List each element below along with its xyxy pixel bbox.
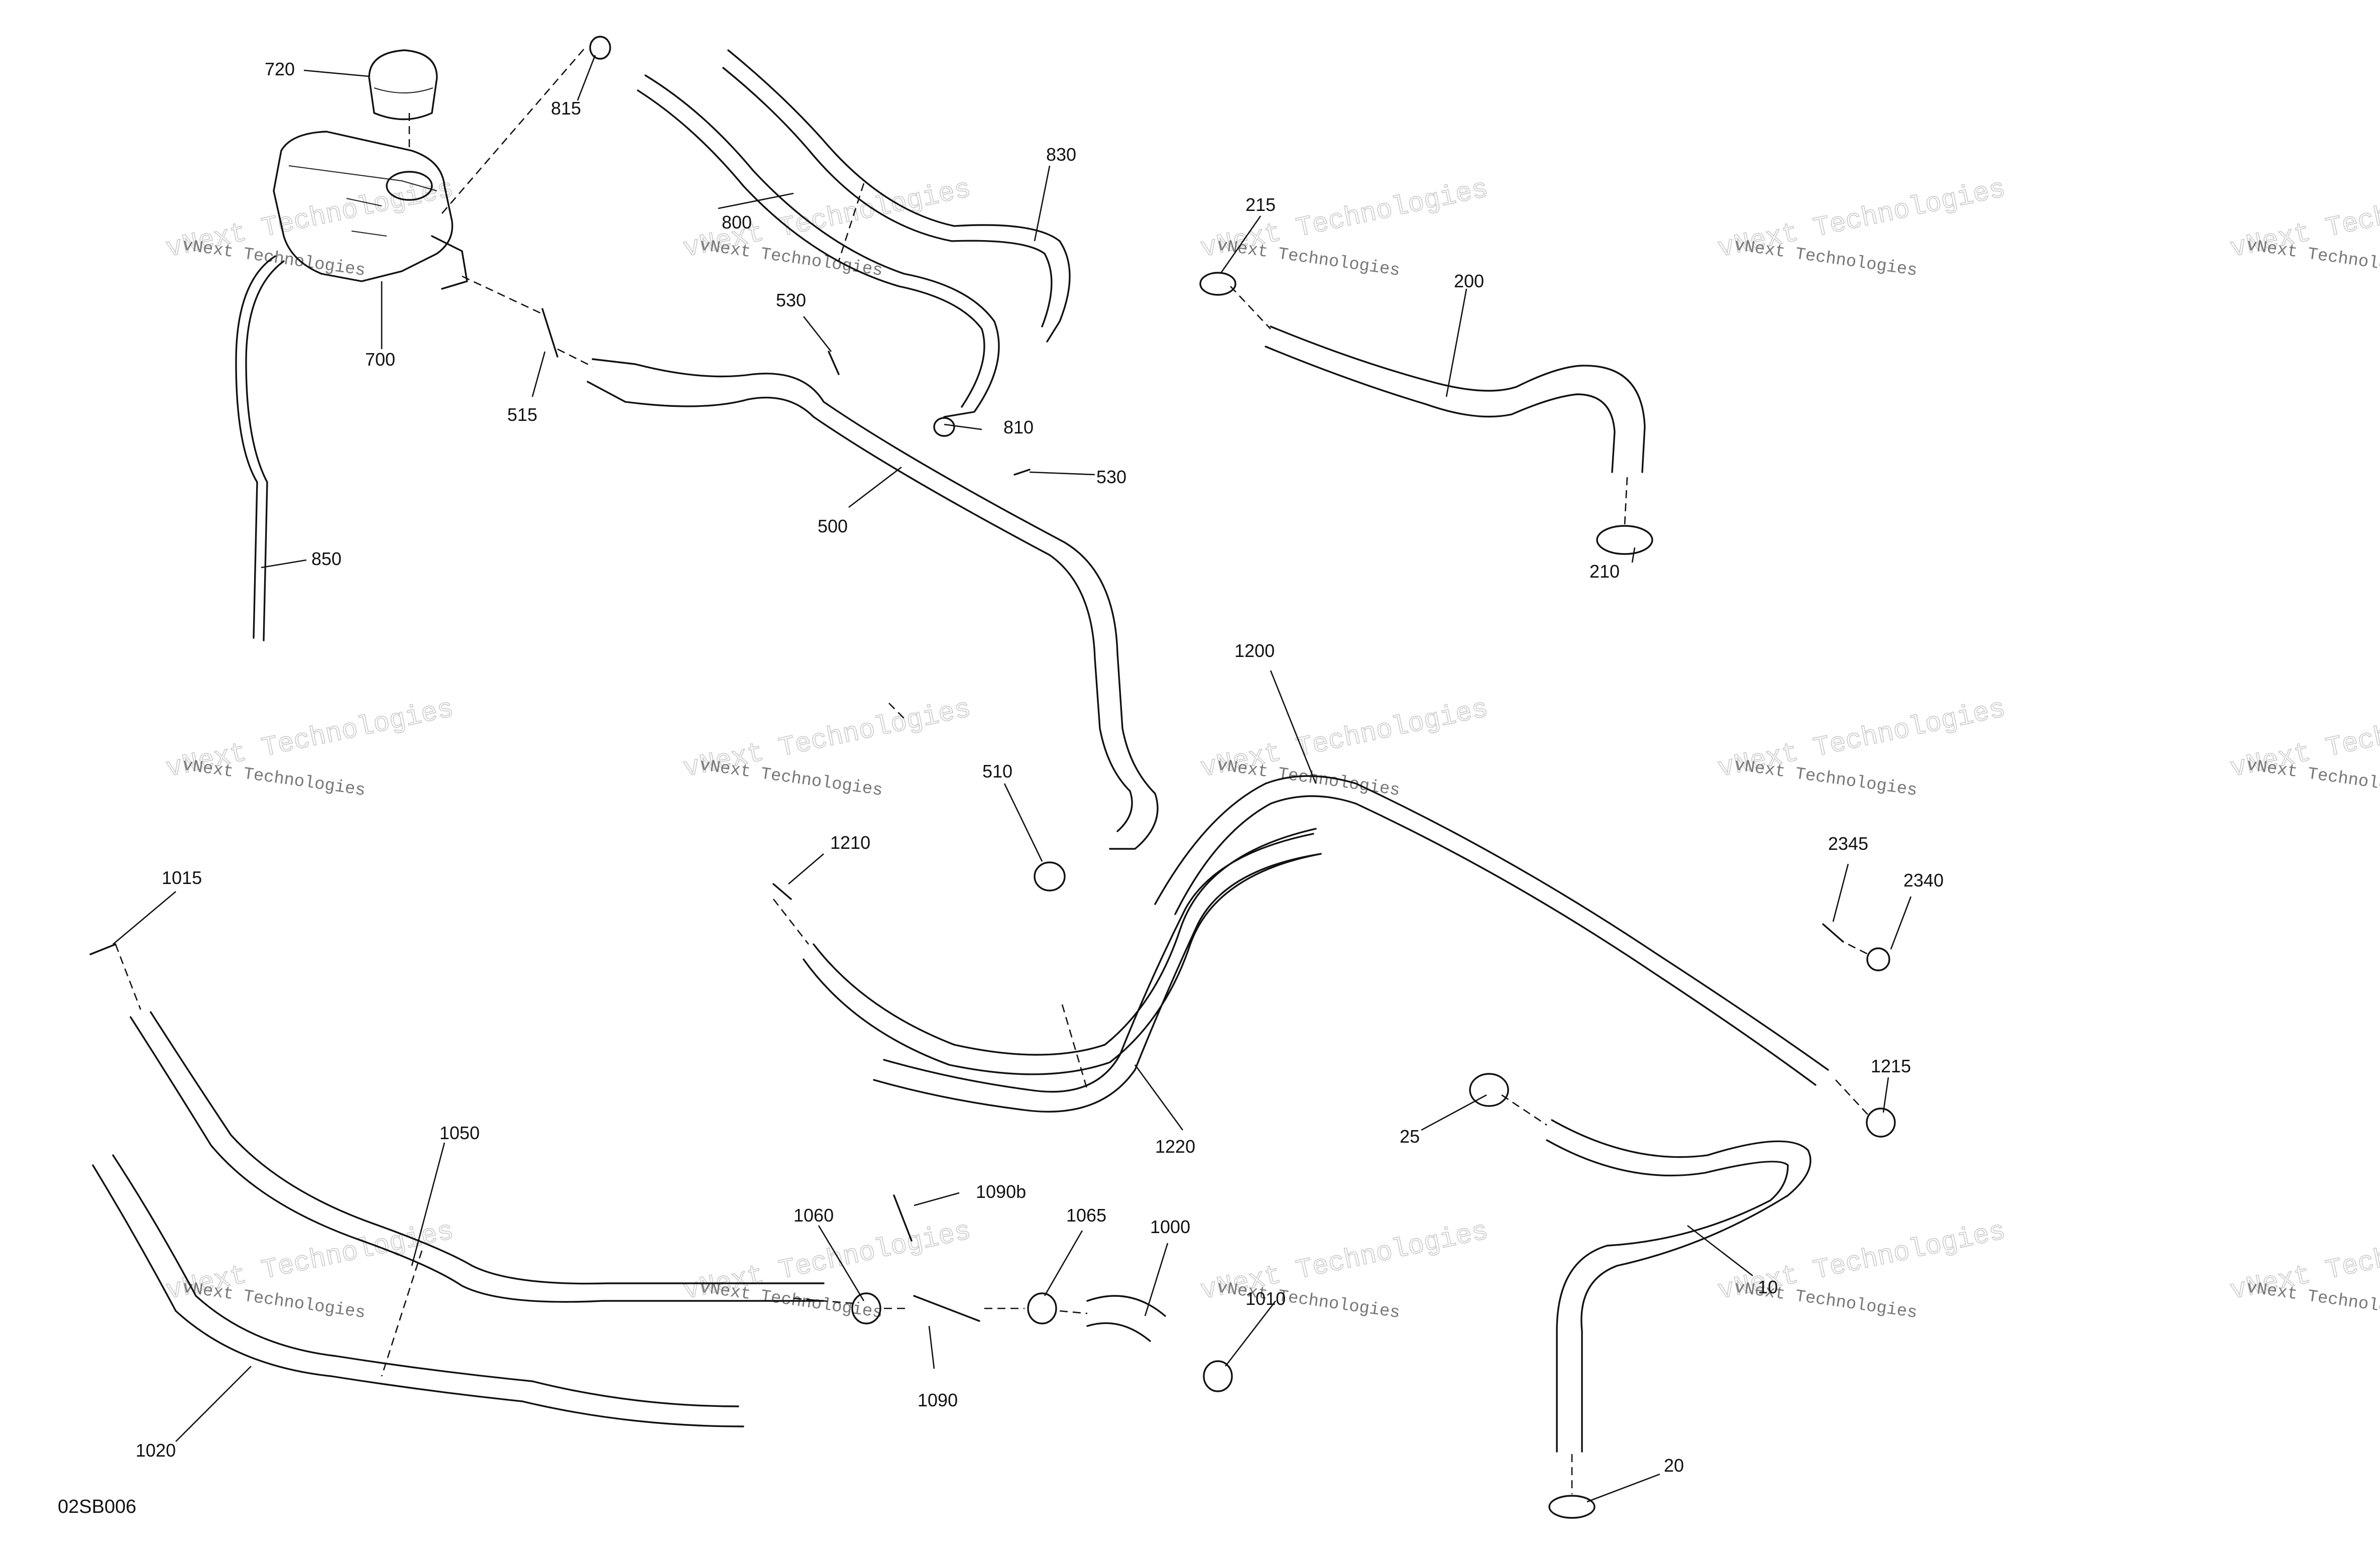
- diagram-code: 02SB006: [58, 1496, 136, 1517]
- small-parts: [89, 36, 1896, 1519]
- label-720: 720: [265, 59, 295, 79]
- label-1060: 1060: [794, 1205, 834, 1226]
- watermark-small-text: vNext Technologies: [699, 236, 884, 281]
- part-200-hose: [1265, 325, 1646, 473]
- watermark-small-text: vNext Technologies: [1216, 1278, 1401, 1323]
- label-2340: 2340: [1903, 870, 1944, 891]
- label-25: 25: [1400, 1126, 1420, 1147]
- label-515: 515: [507, 404, 537, 425]
- watermark-small-text: vNext Technologies: [699, 756, 884, 801]
- watermark-small-text: vNext Technologies: [1733, 756, 1918, 801]
- label-1010: 1010: [1245, 1288, 1286, 1309]
- watermark-small-text: vNext Technologies: [181, 1278, 367, 1323]
- part-850-hose: [235, 255, 285, 641]
- label-200: 200: [1454, 271, 1484, 291]
- leader-lines: [112, 55, 1912, 1503]
- label-1200: 1200: [1234, 640, 1275, 661]
- label-500: 500: [818, 516, 848, 536]
- watermark-small-text: vNext Technologies: [1216, 236, 1401, 281]
- part-700-tank: [273, 131, 468, 290]
- label-810: 810: [1003, 417, 1034, 437]
- part-720-cap: [368, 49, 438, 121]
- part-1020-hose: [92, 1154, 744, 1427]
- label-20: 20: [1664, 1455, 1684, 1476]
- label-530-mid: 530: [1096, 467, 1126, 487]
- part-1050-hose: [130, 1011, 825, 1303]
- watermark-small-text: vNext Technologies: [181, 756, 367, 801]
- label-215: 215: [1245, 194, 1276, 215]
- label-1220: 1220: [1155, 1136, 1195, 1157]
- label-850: 850: [311, 548, 342, 569]
- label-1015: 1015: [162, 867, 202, 888]
- label-1065: 1065: [1066, 1205, 1106, 1226]
- callout-labels: 720 815 800 830 215 200 700 530 515 810 …: [136, 59, 1944, 1476]
- part-500-hose: [587, 358, 1159, 850]
- label-800: 800: [722, 212, 752, 233]
- label-1020: 1020: [136, 1440, 176, 1461]
- part-1210-hose: [803, 828, 1322, 1075]
- label-1090b: 1090b: [976, 1181, 1026, 1202]
- part-1200-hose: [1154, 775, 1829, 1086]
- label-530-top: 530: [776, 290, 806, 310]
- label-510: 510: [982, 761, 1012, 782]
- part-800-hose: [637, 74, 1000, 418]
- part-1000-hose: [1086, 1295, 1166, 1342]
- label-1090: 1090: [918, 1390, 958, 1410]
- watermark-small-text: vNext Technologies: [1216, 756, 1401, 801]
- label-815: 815: [551, 98, 581, 119]
- dashed-connectors: [115, 47, 1869, 1494]
- label-1000: 1000: [1150, 1217, 1190, 1237]
- label-1215: 1215: [1871, 1056, 1911, 1076]
- watermark-small-text: vNext Technologies: [1733, 236, 1918, 281]
- label-10: 10: [1758, 1277, 1778, 1297]
- label-1050: 1050: [439, 1123, 480, 1143]
- part-10-hose: [1546, 1119, 1811, 1453]
- part-1220-hose: [873, 833, 1322, 1113]
- part-830-hose: [722, 49, 1071, 343]
- label-210: 210: [1590, 561, 1620, 582]
- label-2345: 2345: [1828, 833, 1868, 854]
- watermark-small-text: vNext Technologies: [181, 236, 367, 281]
- label-830: 830: [1046, 144, 1076, 165]
- label-700: 700: [365, 349, 395, 370]
- label-1210: 1210: [830, 832, 870, 853]
